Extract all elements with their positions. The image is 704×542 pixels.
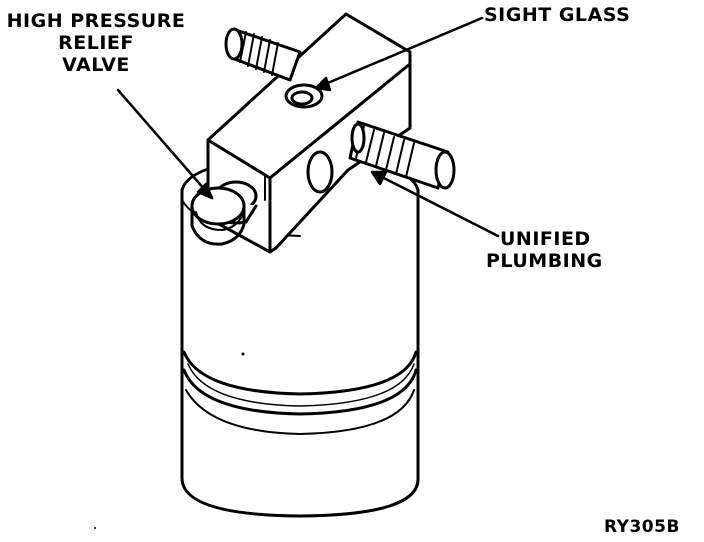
leader-relief-valve bbox=[116, 88, 214, 200]
drier-cylinder bbox=[180, 154, 420, 518]
speck bbox=[94, 527, 96, 529]
threaded-fitting-front bbox=[348, 120, 456, 190]
arrowhead-relief-valve bbox=[196, 182, 214, 200]
label-relief-line1: HIGH PRESSURE bbox=[6, 10, 186, 32]
label-relief-line2: RELIEF bbox=[58, 32, 134, 54]
label-plumbing-line2: PLUMBING bbox=[486, 250, 603, 272]
threaded-fitting-rear bbox=[224, 27, 302, 82]
sight-glass bbox=[284, 83, 324, 109]
leader-lines bbox=[116, 16, 500, 238]
label-relief-valve: HIGH PRESSURE RELIEF VALVE bbox=[6, 10, 186, 76]
label-sight-glass: SIGHT GLASS bbox=[484, 4, 631, 26]
arrowhead-plumbing bbox=[370, 170, 388, 186]
leader-sight-glass bbox=[314, 16, 484, 90]
speck bbox=[241, 352, 245, 356]
label-relief-line3: VALVE bbox=[62, 54, 130, 76]
figure-code: RY305B bbox=[604, 517, 680, 537]
arrowhead-sight-glass bbox=[314, 76, 332, 92]
label-unified-plumbing: UNIFIED PLUMBING bbox=[486, 228, 603, 272]
leader-plumbing bbox=[370, 170, 500, 238]
label-plumbing-line1: UNIFIED bbox=[500, 228, 591, 250]
relief-valve bbox=[190, 180, 258, 246]
